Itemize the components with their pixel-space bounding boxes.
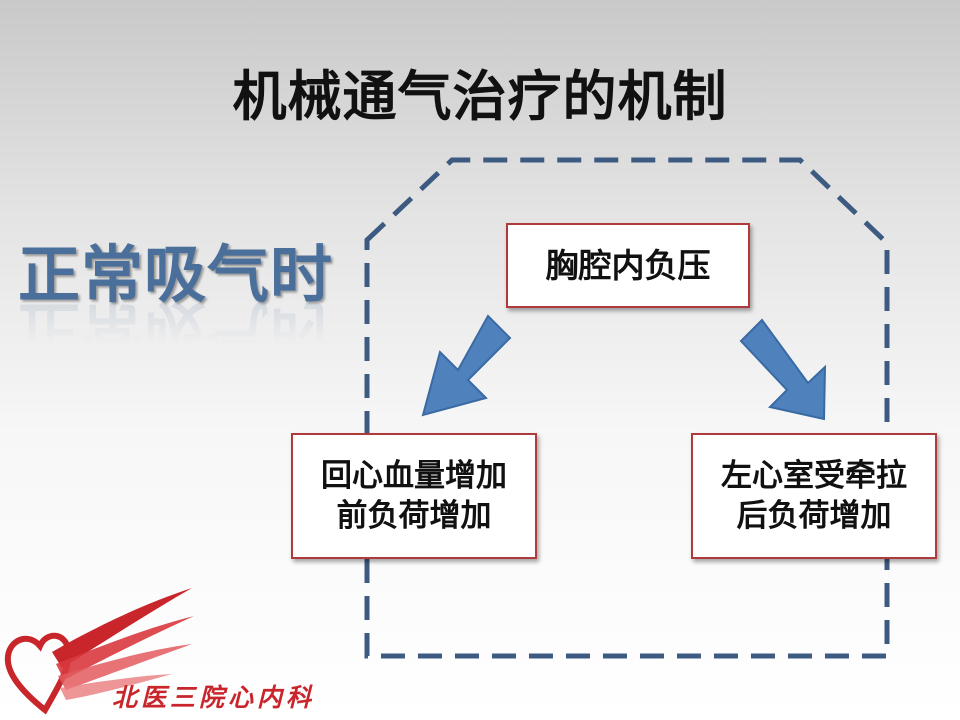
node-left-line2: 前负荷增加 xyxy=(336,498,492,534)
node-top-label: 胸腔内负压 xyxy=(545,245,711,285)
node-afterload: 左心室受牵拉 后负荷增加 xyxy=(691,433,937,559)
node-right-line2: 后负荷增加 xyxy=(736,498,892,534)
node-preload: 回心血量增加 前负荷增加 xyxy=(291,433,537,559)
slide-title: 机械通气治疗的机制 xyxy=(232,65,728,128)
dashed-frame xyxy=(364,157,890,659)
node-left-line1: 回心血量增加 xyxy=(321,458,507,494)
hospital-logo-icon xyxy=(4,588,194,715)
arrow-to-left-node xyxy=(421,314,512,417)
side-label: 正常吸气时 xyxy=(18,238,334,311)
node-chest-negative-pressure: 胸腔内负压 xyxy=(506,223,750,308)
logo-text: 北医三院心内科 xyxy=(112,683,316,712)
arrow-to-right-node xyxy=(739,318,827,421)
node-right-line1: 左心室受牵拉 xyxy=(721,458,907,494)
